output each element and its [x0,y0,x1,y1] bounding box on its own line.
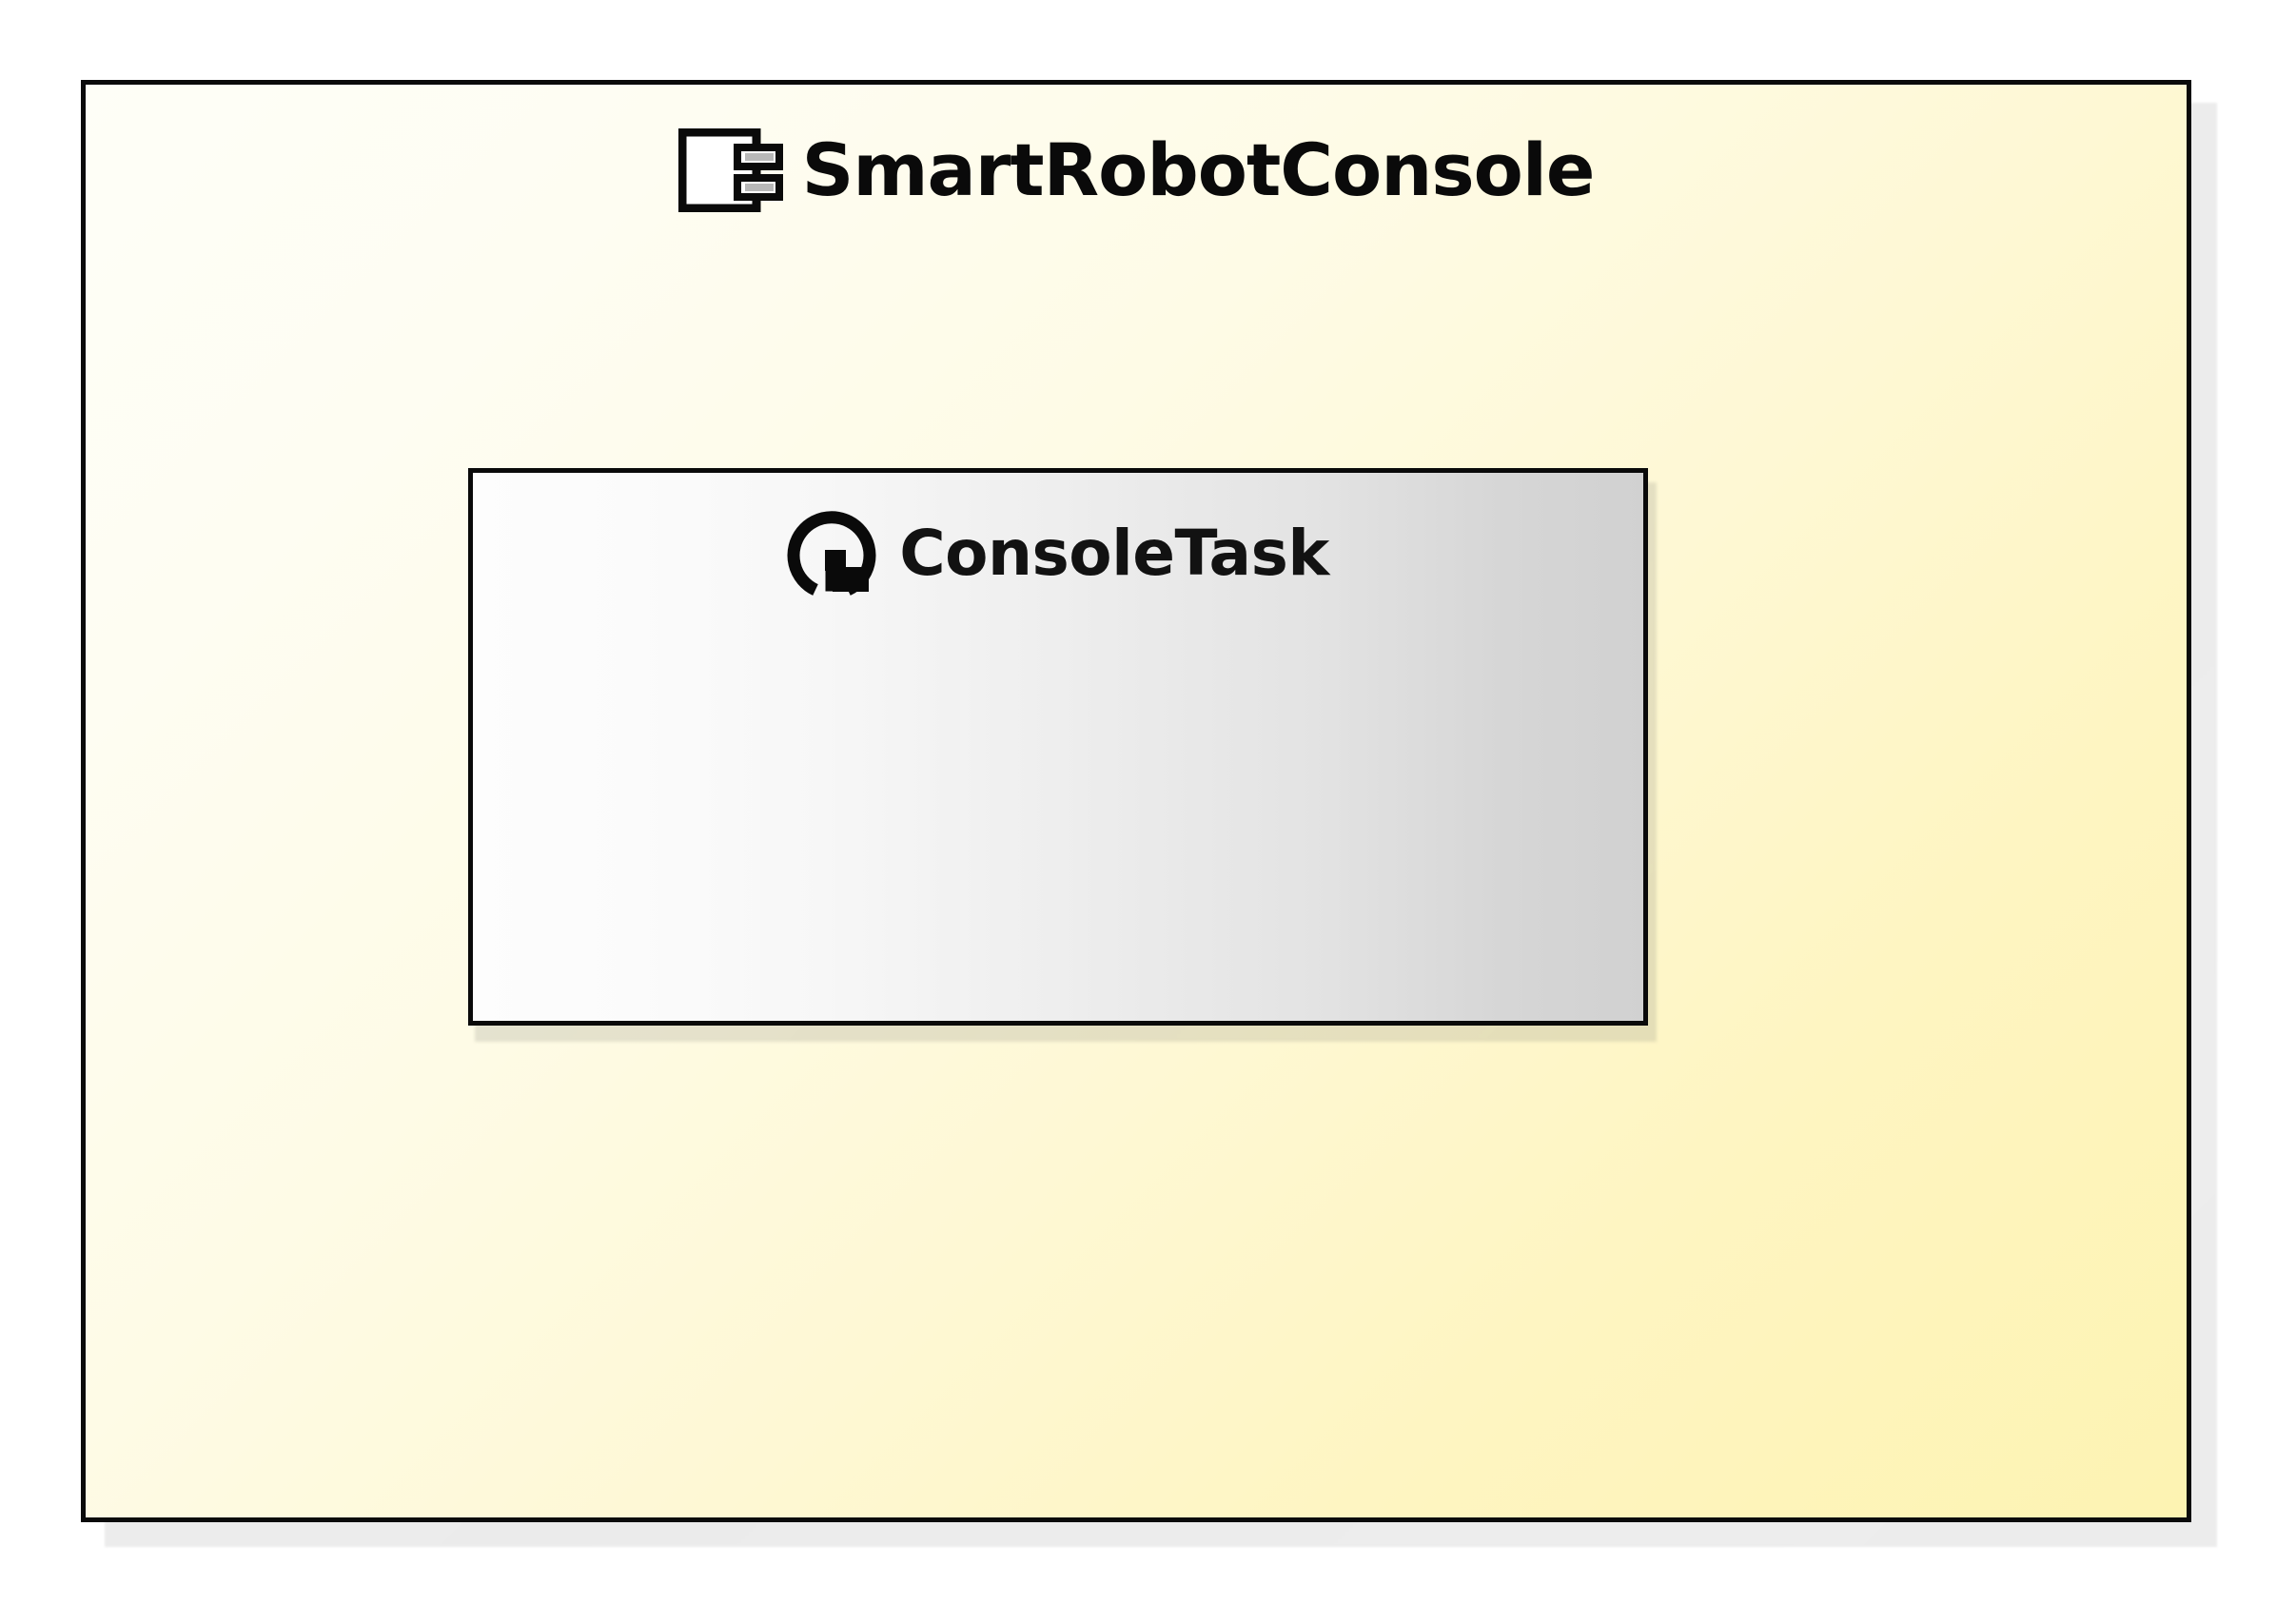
node-body [473,635,1643,1021]
component-smartrobotconsole[interactable]: SmartRobotConsole [81,80,2191,1522]
circular-arrow-icon [787,508,878,599]
node-consoletask[interactable]: ConsoleTask [468,468,1648,1026]
node-header: ConsoleTask [473,473,1643,635]
component-header: SmartRobotConsole [86,85,2187,256]
component-icon [677,128,785,212]
node-title: ConsoleTask [899,517,1329,590]
component-title: SmartRobotConsole [801,127,1596,212]
